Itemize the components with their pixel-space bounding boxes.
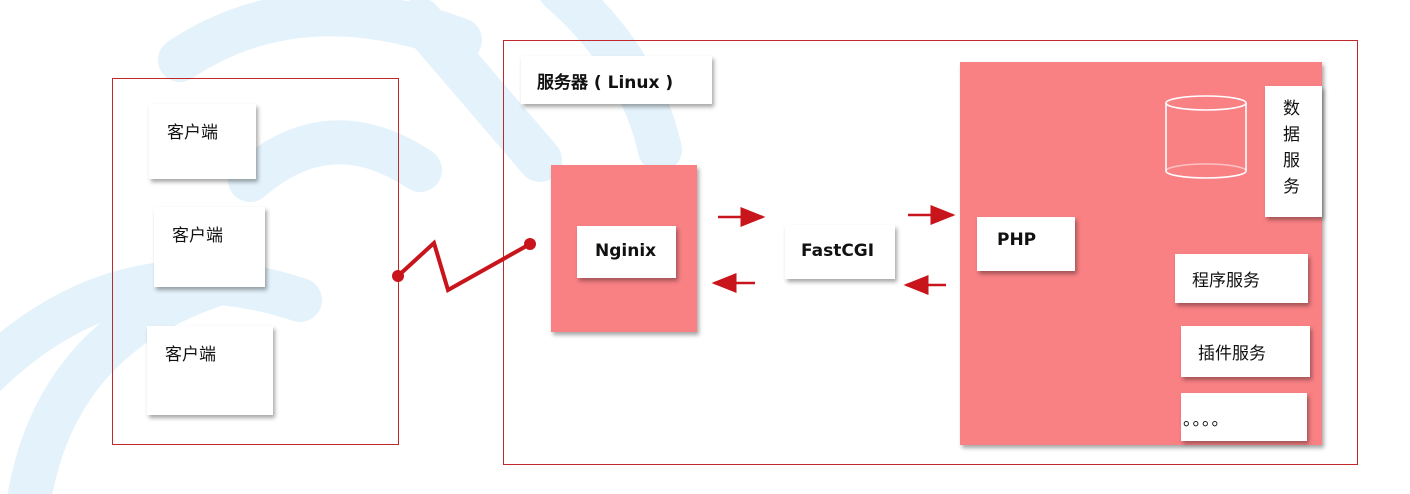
fastcgi-box: FastCGI xyxy=(785,225,895,279)
client-box-2: 客户端 xyxy=(154,207,265,287)
database-icon xyxy=(1165,95,1247,179)
client-frame xyxy=(112,78,399,445)
php-box: PHP xyxy=(977,217,1075,271)
server-label: 服务器 ( Linux ) xyxy=(537,73,674,93)
client-box-1: 客户端 xyxy=(149,104,256,179)
program-service-label: 程序服务 xyxy=(1192,271,1260,291)
data-service-label: 数据服务 xyxy=(1283,99,1300,197)
nginx-box: Nginix xyxy=(577,226,676,278)
client-box-3: 客户端 xyxy=(147,326,273,415)
nginx-label: Nginix xyxy=(595,241,657,261)
plugin-service-label: 插件服务 xyxy=(1198,344,1266,364)
network-link xyxy=(392,238,536,293)
program-service-box: 程序服务 xyxy=(1175,254,1308,303)
more-services-box: 。。。。 xyxy=(1181,393,1307,441)
plugin-service-box: 插件服务 xyxy=(1181,326,1310,377)
client-label-3: 客户端 xyxy=(165,345,216,365)
server-frame xyxy=(503,40,1358,465)
client-label-1: 客户端 xyxy=(167,123,218,143)
data-service-box: 数据服务 xyxy=(1265,86,1322,217)
php-label: PHP xyxy=(997,230,1037,250)
fastcgi-label: FastCGI xyxy=(801,241,875,261)
more-services-label: 。。。。 xyxy=(1183,410,1230,430)
client-label-2: 客户端 xyxy=(172,226,223,246)
server-label-box: 服务器 ( Linux ) xyxy=(521,56,712,104)
